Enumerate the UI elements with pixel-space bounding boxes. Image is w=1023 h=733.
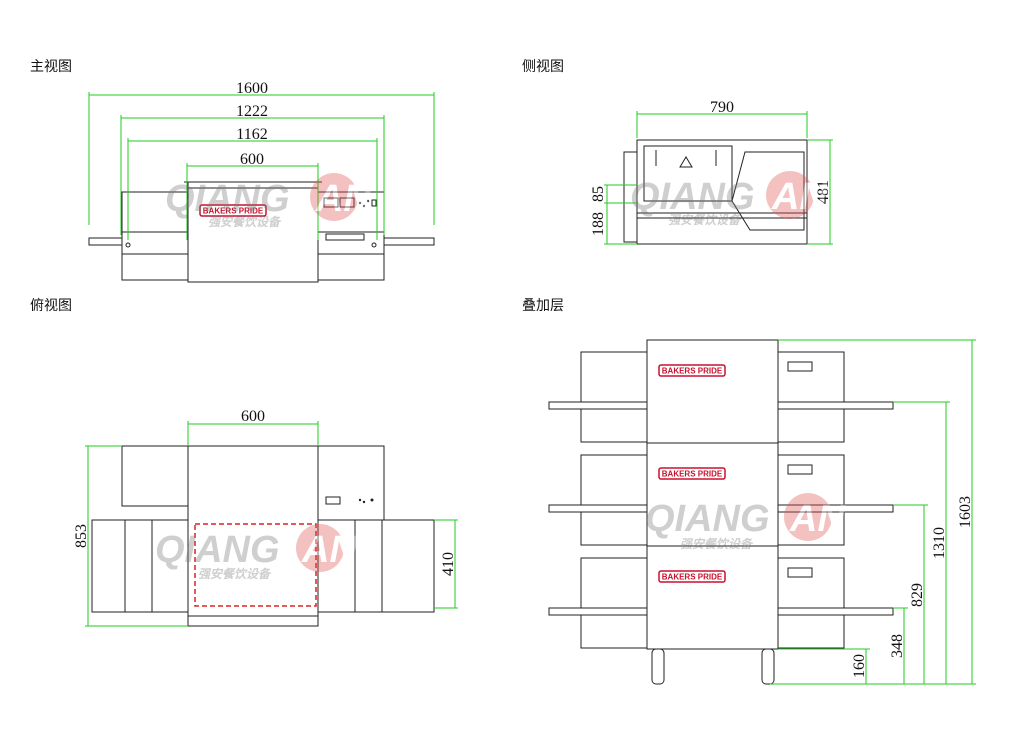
top-dim-depth: 853 xyxy=(73,524,90,548)
stack-dim-middle-rail: 829 xyxy=(909,583,926,607)
stack-wheel-right xyxy=(761,648,775,685)
top-left-conveyor xyxy=(91,519,189,613)
watermark-stack: QIANG AN 强安餐饮设备 xyxy=(645,493,846,551)
front-control-display xyxy=(323,197,339,208)
stack-deck-middle: BAKERS PRIDE xyxy=(548,442,894,547)
side-back-panel xyxy=(623,151,638,243)
svg-text:QIANG: QIANG xyxy=(645,498,770,540)
svg-text:强安餐饮设备: 强安餐饮设备 xyxy=(198,567,272,581)
front-brand-label xyxy=(199,204,267,217)
top-view: 600 853 410 xyxy=(73,408,458,627)
top-right-conveyor xyxy=(317,519,435,613)
front-dim-opening-width: 600 xyxy=(240,151,264,168)
svg-text:强安餐饮设备: 强安餐饮设备 xyxy=(668,213,742,227)
stack-dim-top-rail: 1310 xyxy=(931,527,948,559)
watermark-side: QIANG AN 强安餐饮设备 xyxy=(630,171,828,227)
stack-dim-total-height: 1603 xyxy=(957,496,974,528)
front-oven-body xyxy=(187,181,319,283)
stack-brand-text-middle: BAKERS PRIDE xyxy=(662,470,723,479)
side-dim-opening-height: 85 xyxy=(590,186,607,202)
svg-text:AN: AN xyxy=(315,178,372,220)
front-dim-housing-width: 1222 xyxy=(236,103,268,120)
top-left-housing xyxy=(121,445,189,507)
watermark-front: QIANG AN 强安餐饮设备 xyxy=(165,173,372,229)
stack-dim-base-height: 160 xyxy=(851,654,868,678)
front-brand-text: BAKERS PRIDE xyxy=(203,207,264,216)
stack-view-title: 叠加层 xyxy=(522,298,564,314)
warning-icon xyxy=(679,156,693,168)
stack-wheel-left xyxy=(651,648,665,685)
side-dim-height: 481 xyxy=(815,180,832,204)
stack-deck-top: BAKERS PRIDE xyxy=(548,339,894,444)
side-view: 790 481 188 85 xyxy=(590,99,833,245)
top-cook-zone xyxy=(194,523,317,607)
front-view: BAKERS PRIDE 1600 1222 1162 600 xyxy=(88,80,435,283)
stack-brand-text-bottom: BAKERS PRIDE xyxy=(662,573,723,582)
svg-text:QIANG: QIANG xyxy=(155,529,280,571)
top-dim-opening-width: 600 xyxy=(241,408,265,425)
svg-text:QIANG: QIANG xyxy=(165,178,290,220)
stack-view: BAKERS PRIDE BAKERS PRIDE BAKERS PRIDE xyxy=(548,339,976,685)
top-right-housing xyxy=(317,445,385,521)
top-dim-belt-depth: 410 xyxy=(440,552,457,576)
top-view-title: 俯视图 xyxy=(30,298,72,314)
svg-text:AN: AN xyxy=(301,529,358,571)
top-oven-body xyxy=(187,445,319,617)
svg-text:AN: AN xyxy=(771,176,828,218)
svg-text:强安餐饮设备: 强安餐饮设备 xyxy=(208,215,282,229)
front-dim-belt-width: 1162 xyxy=(236,126,267,143)
front-view-title: 主视图 xyxy=(30,59,72,75)
stack-brand-text-top: BAKERS PRIDE xyxy=(662,367,723,376)
stack-dim-bottom-rail: 348 xyxy=(889,634,906,658)
svg-text:强安餐饮设备: 强安餐饮设备 xyxy=(680,537,754,551)
front-dim-overall-width: 1600 xyxy=(236,80,268,97)
side-dim-depth: 790 xyxy=(710,99,734,116)
svg-text:QIANG: QIANG xyxy=(630,176,755,218)
svg-text:AN: AN xyxy=(789,498,846,540)
side-dim-rail-height: 188 xyxy=(590,212,607,236)
watermark-top: QIANG AN 强安餐饮设备 xyxy=(155,524,358,581)
stack-deck-bottom: BAKERS PRIDE xyxy=(548,545,894,650)
side-view-title: 侧视图 xyxy=(522,59,564,75)
